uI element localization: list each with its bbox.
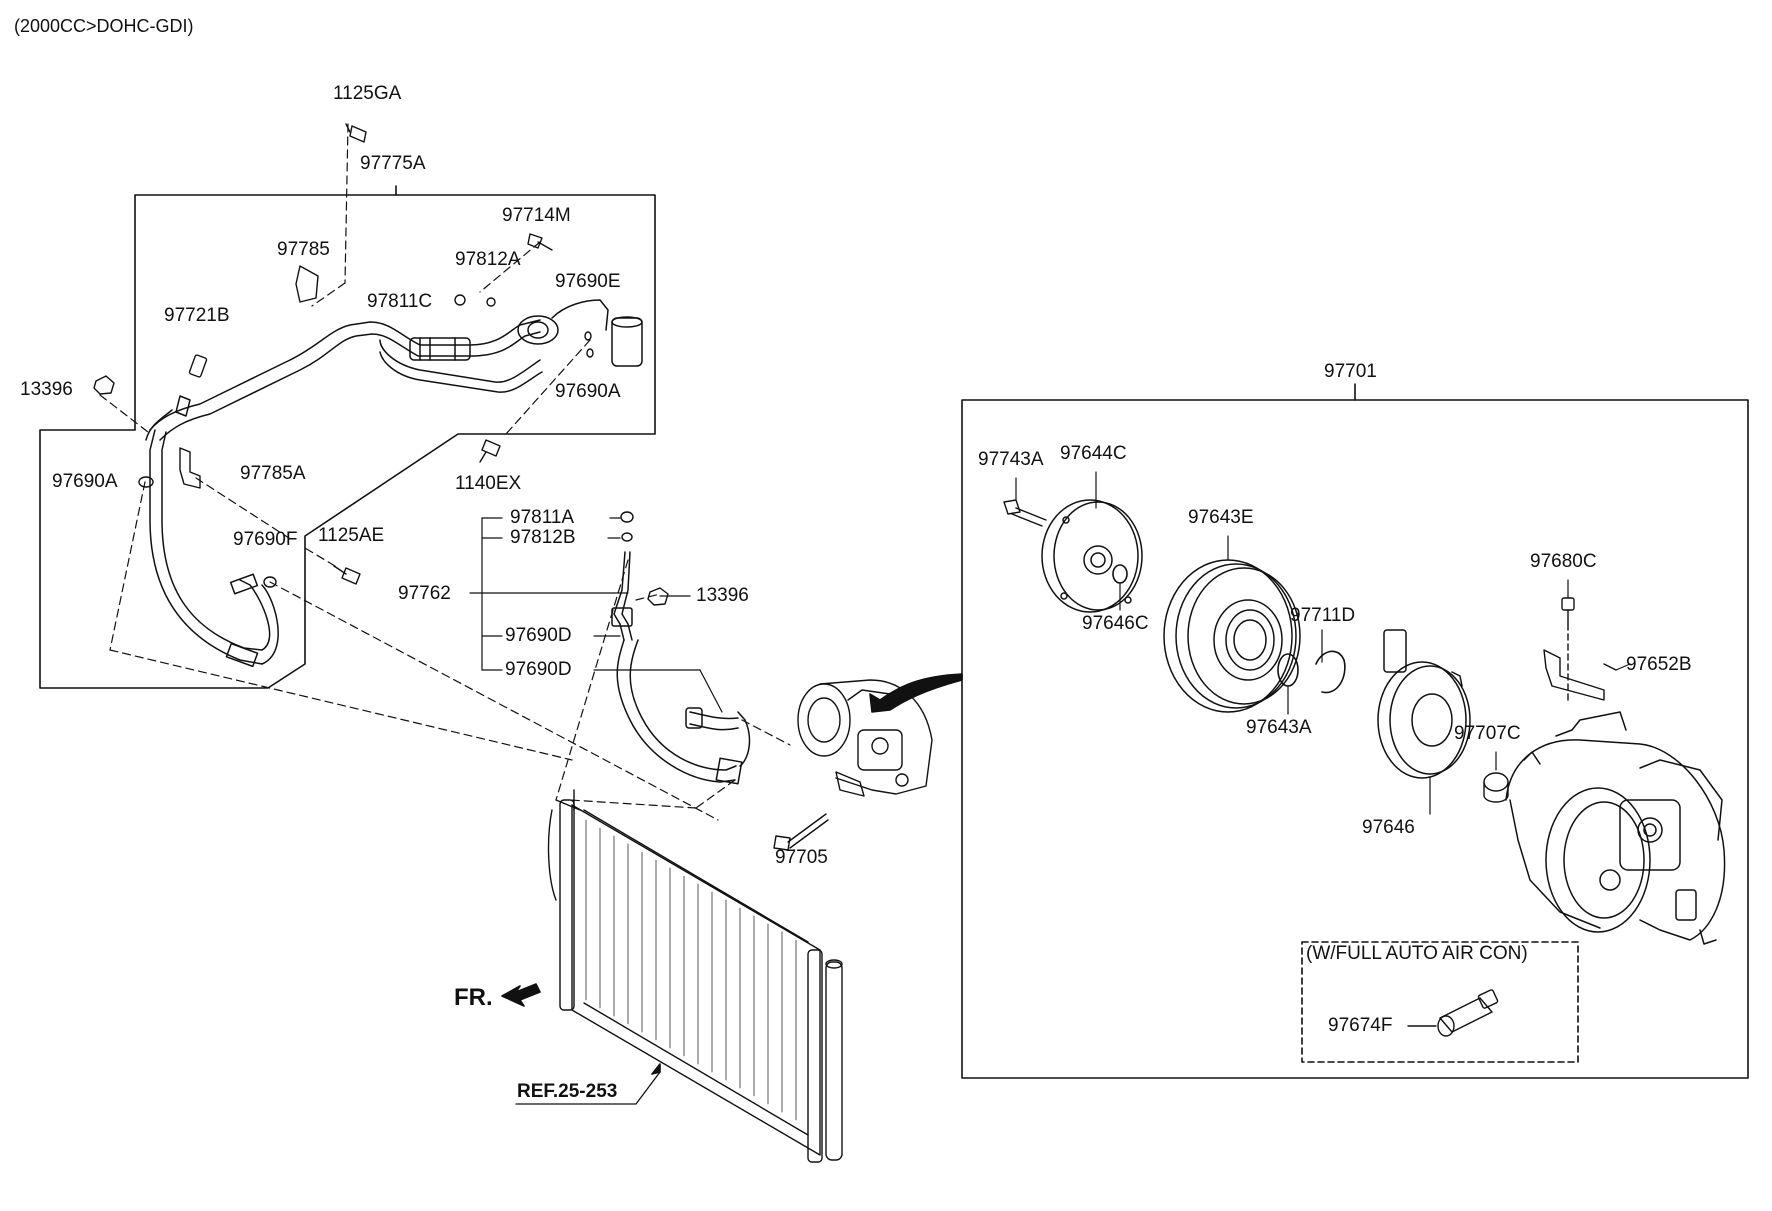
part-label-13396-left[interactable]: 13396 bbox=[20, 379, 73, 400]
part-label-97785a[interactable]: 97785A bbox=[240, 463, 306, 484]
part-label-97707c[interactable]: 97707C bbox=[1454, 723, 1521, 744]
part-label-97643e[interactable]: 97643E bbox=[1188, 507, 1254, 528]
label-bracket-97762 bbox=[469, 517, 723, 713]
leader-lines bbox=[99, 123, 719, 821]
part-label-97714m[interactable]: 97714M bbox=[502, 205, 571, 226]
sensor-97674f bbox=[1407, 989, 1499, 1037]
full-auto-note: (W/FULL AUTO AIR CON) bbox=[1306, 943, 1528, 964]
part-label-97775a[interactable]: 97775A bbox=[360, 153, 426, 174]
part-label-97680c[interactable]: 97680C bbox=[1530, 551, 1597, 572]
front-marker: FR. bbox=[454, 984, 493, 1011]
snap-ring-97711d bbox=[1315, 650, 1346, 694]
part-label-13396-right[interactable]: 13396 bbox=[696, 585, 749, 606]
suction-hose-assembly bbox=[145, 299, 643, 668]
part-label-97811c[interactable]: 97811C bbox=[367, 291, 433, 312]
ref-leader bbox=[515, 1071, 661, 1105]
engine-spec-title: (2000CC>DOHC-GDI) bbox=[14, 16, 194, 36]
part-label-97743a[interactable]: 97743A bbox=[978, 449, 1044, 470]
field-coil-97646 bbox=[1377, 629, 1471, 779]
part-label-97812a[interactable]: 97812A bbox=[455, 249, 521, 270]
pulley-97643e bbox=[1163, 559, 1301, 713]
leader-lines-3 bbox=[1015, 471, 1631, 815]
part-label-97690d-b[interactable]: 97690D bbox=[505, 659, 572, 680]
part-label-97785[interactable]: 97785 bbox=[277, 239, 330, 260]
part-label-97701[interactable]: 97701 bbox=[1324, 361, 1377, 382]
part-label-1125ga[interactable]: 1125GA bbox=[333, 83, 402, 104]
part-label-1140ex[interactable]: 1140EX bbox=[455, 473, 522, 494]
ref-link[interactable]: REF.25-253 bbox=[517, 1081, 618, 1102]
part-label-97674f[interactable]: 97674F bbox=[1328, 1015, 1393, 1036]
part-label-97705[interactable]: 97705 bbox=[775, 847, 828, 868]
condenser bbox=[547, 789, 843, 1163]
compressor-installed bbox=[797, 679, 933, 797]
part-label-97811a[interactable]: 97811A bbox=[510, 507, 575, 528]
shim-97646c bbox=[1112, 564, 1128, 584]
bolt-97743a bbox=[1003, 499, 1047, 527]
part-label-97643a[interactable]: 97643A bbox=[1246, 717, 1312, 738]
clutch-hub-97644c bbox=[1041, 499, 1143, 613]
part-label-97646c[interactable]: 97646C bbox=[1082, 613, 1149, 634]
part-label-97652b[interactable]: 97652B bbox=[1626, 654, 1692, 675]
full-auto-box bbox=[1301, 941, 1579, 1063]
snap-ring-97643a bbox=[1277, 653, 1299, 687]
part-label-97644c[interactable]: 97644C bbox=[1060, 443, 1127, 464]
compressor-body bbox=[1505, 711, 1726, 945]
bolt-97680c bbox=[1561, 597, 1575, 701]
part-label-97721b[interactable]: 97721B bbox=[164, 305, 230, 326]
group-frame-97775a bbox=[39, 194, 656, 689]
part-label-1125ae[interactable]: 1125AE bbox=[318, 525, 385, 546]
part-label-97690a-left[interactable]: 97690A bbox=[52, 471, 118, 492]
front-arrow-icon bbox=[501, 983, 541, 1007]
part-label-97762[interactable]: 97762 bbox=[398, 583, 451, 604]
part-label-97690a-top[interactable]: 97690A bbox=[555, 381, 621, 402]
part-label-97711d[interactable]: 97711D bbox=[1290, 605, 1356, 626]
leader-lines-2 bbox=[555, 559, 791, 809]
part-label-97690e[interactable]: 97690E bbox=[555, 271, 621, 292]
bracket-97652b bbox=[1543, 649, 1617, 701]
fasteners bbox=[93, 123, 829, 851]
part-label-97690d-a[interactable]: 97690D bbox=[505, 625, 572, 646]
part-label-97690f[interactable]: 97690F bbox=[233, 529, 298, 550]
bushing-97707c bbox=[1483, 772, 1509, 803]
part-label-97812b[interactable]: 97812B bbox=[510, 527, 576, 548]
pointer-arrow bbox=[869, 673, 963, 713]
part-label-97646[interactable]: 97646 bbox=[1362, 817, 1415, 838]
